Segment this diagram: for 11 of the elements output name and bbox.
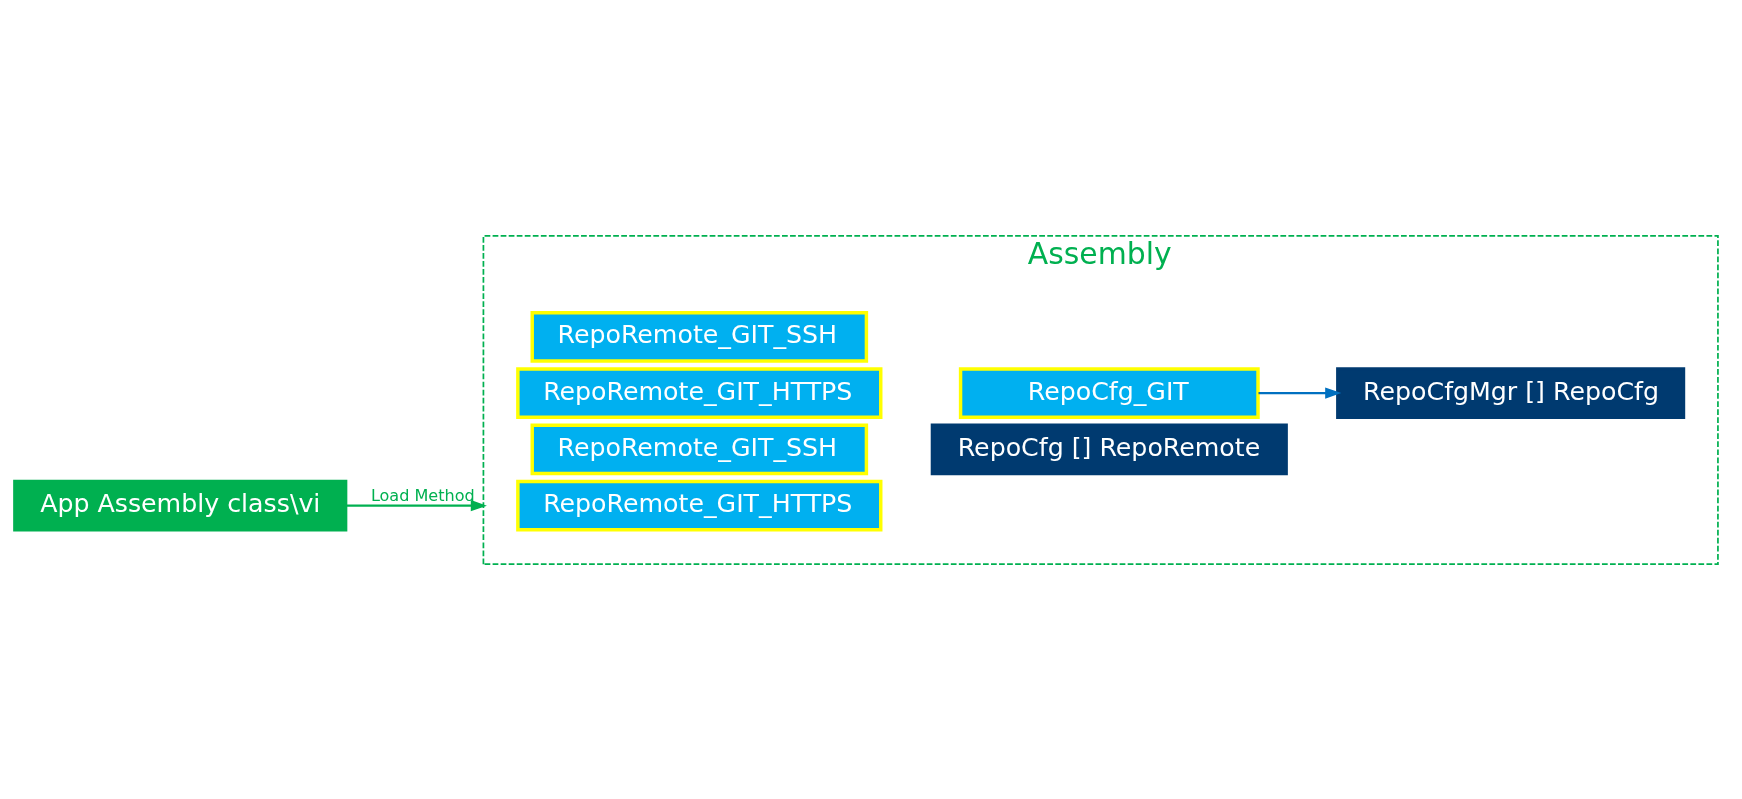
edge-label: Load Method — [370, 485, 475, 505]
node-box: RepoRemote_GIT_SSH — [530, 310, 869, 363]
arrow — [345, 499, 487, 511]
arrow — [1258, 386, 1342, 399]
node-box: RepoRemote_GIT_HTTPS — [516, 479, 883, 531]
node-box: RepoCfg_GIT — [958, 366, 1260, 419]
node-box: App Assembly class\vi — [13, 479, 348, 531]
node-box: RepoCfgMgr [] RepoCfg — [1336, 366, 1686, 419]
node-box: RepoRemote_GIT_SSH — [530, 423, 869, 475]
node-box: RepoRemote_GIT_HTTPS — [516, 366, 883, 419]
node-box: RepoCfg [] RepoRemote — [930, 423, 1288, 475]
